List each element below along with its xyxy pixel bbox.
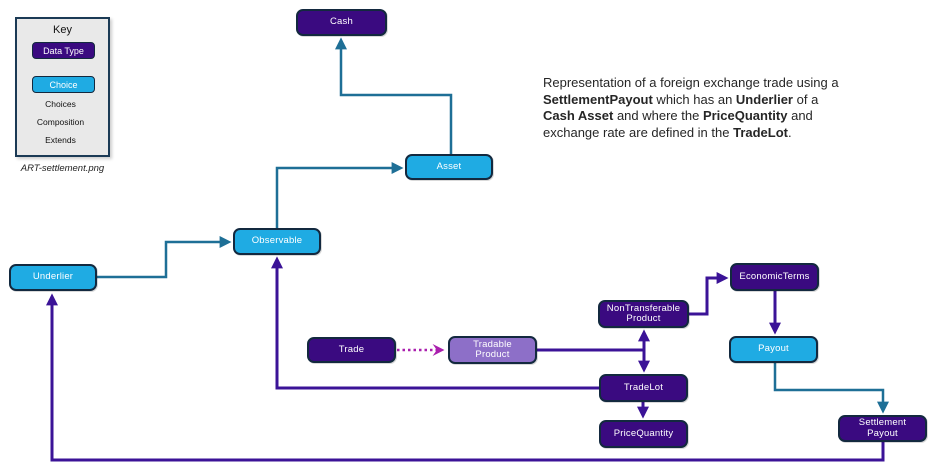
node-payout: Payout xyxy=(729,336,818,363)
node-trade: Trade xyxy=(307,337,396,363)
arrow-underlier-to-observable xyxy=(97,236,232,279)
description-text: Representation of a foreign exchange tra… xyxy=(543,75,839,141)
node-tradelot-label: TradeLot xyxy=(623,381,664,393)
legend-extends-label: Extends xyxy=(45,135,76,145)
node-tradable-product: Tradable Product xyxy=(448,336,537,364)
node-underlier-label: Underlier xyxy=(32,271,74,283)
node-asset: Asset xyxy=(405,154,493,180)
node-tradelot: TradeLot xyxy=(599,374,688,402)
legend-choices-label: Choices xyxy=(45,99,76,109)
description-line: Cash Asset and where the PriceQuantity a… xyxy=(543,108,813,123)
legend-title: Key xyxy=(53,24,72,36)
arrow-tradelot-to-observable xyxy=(271,256,599,390)
node-economicterms: EconomicTerms xyxy=(730,263,819,291)
arrow-ntp-to-economicterms xyxy=(689,272,729,316)
legend-choice-box: Choice xyxy=(32,76,95,93)
node-settlement-payout: Settlement Payout xyxy=(838,415,927,442)
description-line: SettlementPayout which has an Underlier … xyxy=(543,91,819,107)
node-cash: Cash xyxy=(296,9,387,36)
legend-composition-label: Composition xyxy=(36,117,85,127)
node-nontransferable-product-label: NonTransferable Product xyxy=(606,302,681,324)
node-observable-label: Observable xyxy=(251,235,303,247)
node-payout-label: Payout xyxy=(758,343,789,355)
node-pricequantity: PriceQuantity xyxy=(599,420,688,448)
legend-panel: Key Data Type Choice Choices Composition… xyxy=(15,17,110,157)
node-economicterms-label: EconomicTerms xyxy=(739,270,810,282)
arrow-asset-to-cash xyxy=(335,37,453,154)
node-cash-label: Cash xyxy=(330,16,353,28)
node-underlier: Underlier xyxy=(9,264,97,291)
node-tradable-product-label: Tradable Product xyxy=(473,338,512,360)
description-line: exchange rate are defined in the TradeLo… xyxy=(543,124,792,140)
arrow-observable-to-asset xyxy=(275,162,404,228)
legend-data-type-box: Data Type xyxy=(32,42,95,59)
node-trade-label: Trade xyxy=(338,343,365,355)
arrow-payout-to-settlement-payout xyxy=(773,363,889,414)
node-settlement-payout-label: Settlement Payout xyxy=(858,417,907,439)
diagram-filename-caption: ART-settlement.png xyxy=(20,163,105,174)
node-pricequantity-label: PriceQuantity xyxy=(613,427,674,439)
node-asset-label: Asset xyxy=(436,160,462,172)
node-observable: Observable xyxy=(233,228,321,255)
node-nontransferable-product: NonTransferable Product xyxy=(598,300,689,328)
description-line: Representation of a foreign exchange tra… xyxy=(543,75,839,90)
arrow-settlement-payout-to-underlier xyxy=(46,293,885,462)
